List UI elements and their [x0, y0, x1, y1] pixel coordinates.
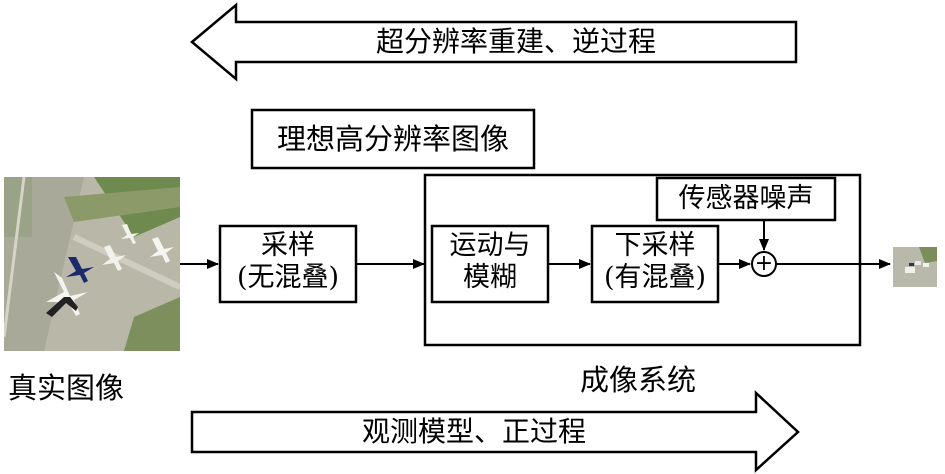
inverse-process-label: 超分辨率重建、逆过程 — [375, 25, 656, 58]
sensor-noise-label: 传感器噪声 — [678, 183, 814, 214]
output-lr-image — [893, 247, 937, 287]
forward-process-label: 观测模型、正过程 — [361, 415, 586, 448]
imaging-system-label: 成像系统 — [580, 363, 697, 397]
true-image-label: 真实图像 — [8, 371, 125, 405]
adder-symbol: + — [754, 251, 774, 276]
ideal-hr-label: 理想高分辨率图像 — [276, 122, 509, 156]
sampling-label-line2: (无混叠) — [236, 262, 340, 293]
motion-blur-label: 运动与 模糊 — [432, 230, 548, 294]
downsample-label-line2: (有混叠) — [603, 262, 707, 293]
sampling-label-line1: 采样 — [261, 230, 315, 261]
inverse-process-arrow — [190, 2, 798, 82]
motion-blur-label-line2: 模糊 — [463, 262, 517, 293]
downsample-label: 下采样 (有混叠) — [592, 230, 718, 294]
true-image-photo — [4, 177, 180, 351]
downsample-label-line1: 下采样 — [614, 230, 696, 261]
sampling-block — [218, 224, 358, 304]
forward-process-arrow — [190, 390, 800, 473]
sensor-noise-block — [655, 176, 837, 222]
sampling-label: 采样 (无混叠) — [220, 230, 356, 294]
motion-blur-block — [430, 224, 550, 304]
ideal-hr-box — [250, 108, 536, 170]
motion-blur-label-line1: 运动与 — [449, 230, 531, 261]
imaging-system-box — [423, 173, 862, 347]
